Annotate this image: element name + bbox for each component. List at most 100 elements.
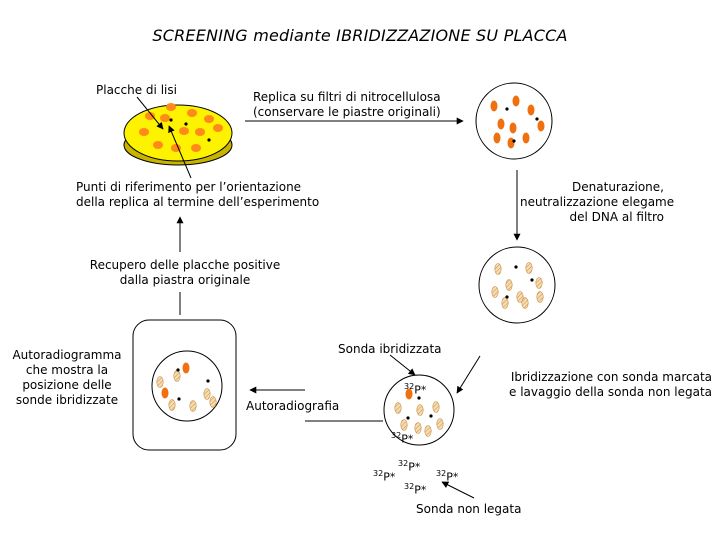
plaque-hybridized xyxy=(494,263,502,275)
plaque xyxy=(153,141,163,149)
label-line: Replica su filtri di nitrocellulosa xyxy=(253,90,441,104)
plaque-hybridized xyxy=(436,418,444,430)
label-autoradiografia: Autoradiografia xyxy=(246,399,339,414)
plaque xyxy=(497,118,505,130)
plaque xyxy=(160,114,170,122)
isotope-mass: 32 xyxy=(398,459,409,468)
plaque xyxy=(493,132,501,144)
isotope-mass: 32 xyxy=(404,382,415,391)
hybridized-plaques xyxy=(394,388,444,437)
plaque xyxy=(187,109,197,117)
probe-label: 32P* xyxy=(398,459,420,474)
isotope-symbol: P* xyxy=(408,460,421,474)
isotope-symbol: P* xyxy=(446,470,459,484)
label-denaturazione: Denaturazione, neutralizzazione elegame … xyxy=(520,180,675,225)
plaque-hybridized xyxy=(521,297,529,309)
denatured-plaques xyxy=(491,262,544,309)
plaque-hybridized xyxy=(535,277,543,289)
reference-dot xyxy=(406,416,410,420)
isotope-mass: 32 xyxy=(391,431,402,440)
label-line: della replica al termine dell’esperiment… xyxy=(76,195,320,209)
plaque xyxy=(405,388,413,400)
probe-label: 32P* xyxy=(404,382,426,397)
plaque xyxy=(490,100,498,112)
plaque-hybridized xyxy=(505,279,513,291)
isotope-mass: 32 xyxy=(404,482,415,491)
arrow-refpoint-to-plate xyxy=(168,125,192,179)
plaque xyxy=(182,362,190,374)
plaque xyxy=(522,132,530,144)
film-spots xyxy=(156,362,217,412)
arrow-unbound-probe xyxy=(441,481,475,499)
replica-plaques xyxy=(490,95,545,149)
isotope-symbol: P* xyxy=(414,383,427,397)
plaque-hybridized xyxy=(424,425,432,437)
reference-dot xyxy=(177,397,181,401)
plaque xyxy=(166,103,176,111)
plaque-hybridized xyxy=(156,376,164,388)
probe-label: 32P* xyxy=(404,482,426,497)
label-sonda-ibridizzata: Sonda ibridizzata xyxy=(338,342,442,357)
plaque-hybridized xyxy=(536,291,544,303)
label-sonda-non-legata: Sonda non legata xyxy=(416,502,521,517)
plaque-hybridized xyxy=(491,286,499,298)
label-autoradiogramma: Autoradiogramma che mostra la posizione … xyxy=(6,348,128,408)
probe-label: 32P* xyxy=(373,469,395,484)
label-line: Recupero delle placche positive xyxy=(89,258,281,272)
arrows xyxy=(136,96,521,499)
isotope-symbol: P* xyxy=(414,483,427,497)
label-line: sonde ibridizzate xyxy=(15,393,119,407)
label-punti-riferimento: Punti di riferimento per l’orientazione … xyxy=(76,180,319,210)
plaque xyxy=(179,127,189,135)
label-sonda-non-legata-text: Sonda non legata xyxy=(416,502,522,516)
plaque-hybridized xyxy=(516,291,524,303)
reference-dot xyxy=(176,368,180,372)
label-line: posizione delle xyxy=(22,378,112,392)
label-line: neutralizzazione elegame xyxy=(520,195,675,209)
plaque xyxy=(161,387,169,399)
plaque-hybridized xyxy=(203,388,211,400)
plaque xyxy=(145,112,155,120)
reference-dot xyxy=(505,295,509,299)
plaque xyxy=(195,128,205,136)
plaque-hybridized xyxy=(525,262,533,274)
label-line: (conservare le piastre originali) xyxy=(253,105,441,119)
reference-dot xyxy=(514,265,518,269)
label-sonda-text: Sonda ibridizzata xyxy=(338,342,442,356)
reference-dot xyxy=(505,107,509,111)
isotope-mass: 32 xyxy=(436,469,447,478)
label-line: del DNA al filtro xyxy=(569,210,665,224)
isotope-symbol: P* xyxy=(383,470,396,484)
label-line: Ibridizzazione con sonda marcata xyxy=(510,370,712,384)
hybridized-filter xyxy=(383,374,455,446)
plaque-hybridized xyxy=(400,419,408,431)
label-ibridizzazione: Ibridizzazione con sonda marcata e lavag… xyxy=(490,370,712,400)
plaque-hybridized xyxy=(168,399,176,411)
label-replica: Replica su filtri di nitrocellulosa (con… xyxy=(253,90,441,120)
label-line: Autoradiogramma xyxy=(12,348,122,362)
plaque xyxy=(139,128,149,136)
plaques xyxy=(139,103,223,152)
plaque xyxy=(507,137,515,149)
original-plate xyxy=(123,103,233,166)
autoradiogram-film xyxy=(132,319,237,451)
label-recupero: Recupero delle placche positive dalla pi… xyxy=(80,258,290,288)
arrow-label-to-plate xyxy=(136,96,164,130)
isotope-mass: 32 xyxy=(373,469,384,478)
label-line: dalla piastra originale xyxy=(119,273,251,287)
plaque xyxy=(213,124,223,132)
plaque-hybridized xyxy=(416,404,424,416)
reference-dot xyxy=(535,117,539,121)
reference-dot xyxy=(429,414,433,418)
reference-dot xyxy=(184,122,188,126)
reference-dot xyxy=(512,139,516,143)
plaque xyxy=(527,104,535,116)
label-line: Denaturazione, xyxy=(572,180,664,194)
plaque xyxy=(191,144,201,152)
arrow-denatured-to-hybrid xyxy=(456,355,481,394)
plaque xyxy=(204,115,214,123)
label-autoradiografia-text: Autoradiografia xyxy=(246,399,340,413)
label-line: che mostra la xyxy=(25,363,109,377)
plaque-hybridized xyxy=(394,402,402,414)
